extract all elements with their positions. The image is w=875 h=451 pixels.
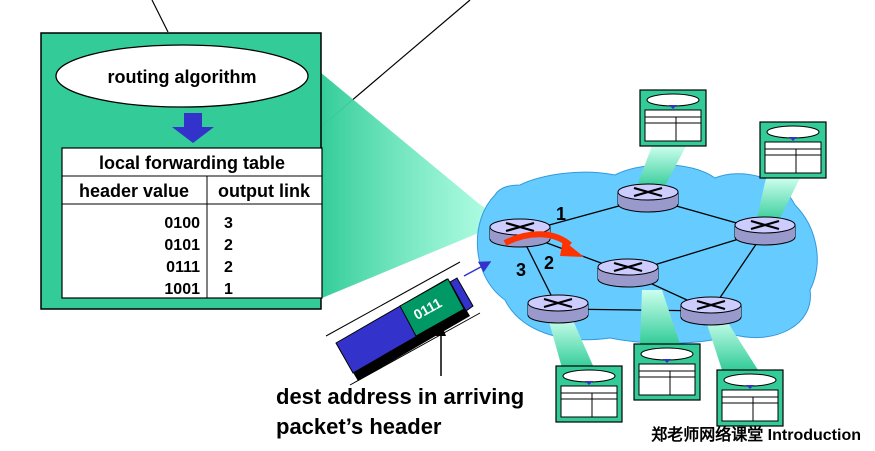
link-label-2: 2	[544, 253, 554, 273]
table-row-header-value: 0111	[166, 259, 200, 276]
forwarding-table-icon	[716, 369, 784, 427]
router-icon	[527, 294, 589, 324]
table-title: local forwarding table	[99, 153, 285, 173]
callout-arrowhead	[436, 323, 446, 336]
leader-line-left	[151, 0, 169, 33]
table-row-output-link: 1	[224, 281, 233, 298]
beam-bottom-left	[548, 318, 594, 368]
forwarding-table	[61, 147, 323, 299]
forwarding-path-arrowhead	[560, 240, 584, 257]
zoom-beam	[320, 72, 505, 298]
col-header-value: header value	[79, 181, 189, 201]
beam-bottom-right	[705, 318, 758, 370]
forwarding-table-icon	[639, 89, 707, 147]
forwarding-path-arrow	[503, 231, 572, 248]
router-icon	[597, 258, 659, 288]
forwarding-table-icon	[759, 121, 827, 179]
beam-bottom-mid	[640, 290, 680, 344]
beam-top	[636, 146, 686, 188]
router-icon	[734, 216, 796, 246]
table-row-output-link: 2	[224, 237, 233, 254]
router-icon	[680, 296, 742, 326]
packet-direction-arrow	[463, 261, 492, 277]
callout-text-line2: packet’s header	[276, 414, 442, 439]
beam-right	[756, 178, 800, 222]
table-row-output-link: 3	[224, 215, 233, 232]
table-row-output-link: 2	[224, 259, 233, 276]
down-arrow-icon	[172, 113, 214, 143]
host-tables	[555, 89, 827, 427]
table-rows: 0100 3 0101 2 0111 2 1001 1	[164, 215, 233, 298]
table-row-header-value: 1001	[164, 281, 200, 298]
table-row-header-value: 0100	[164, 215, 200, 232]
footer-text: 郑老师网络课堂 Introduction	[651, 427, 861, 444]
arriving-packet: 0111	[325, 261, 492, 386]
routing-algorithm-oval	[55, 44, 309, 108]
router-icon	[617, 183, 679, 213]
router-panel: routing algorithm local forwarding table…	[40, 32, 323, 310]
forwarding-table-icon	[633, 343, 701, 401]
link-label-1: 1	[556, 204, 566, 224]
link-label-3: 3	[516, 260, 526, 280]
forwarding-table-icon	[555, 365, 623, 423]
routing-algorithm-label: routing algorithm	[108, 67, 257, 87]
col-output-link: output link	[218, 181, 311, 201]
callout-text-line1: dest address in arriving	[276, 384, 525, 409]
table-row-header-value: 0101	[164, 237, 200, 254]
